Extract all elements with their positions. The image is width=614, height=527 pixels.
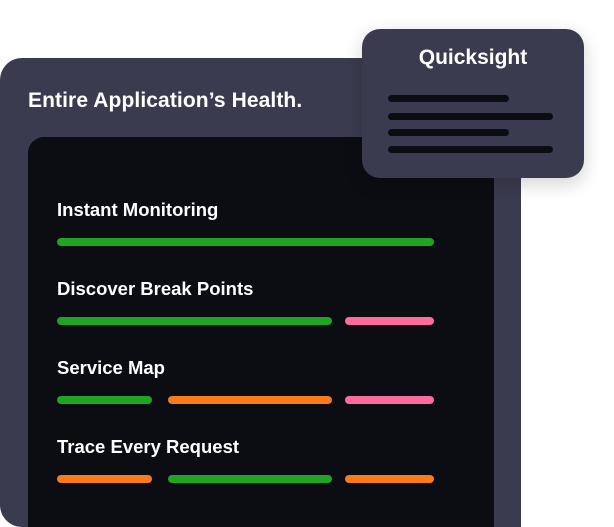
status-bar-pink xyxy=(345,317,434,325)
feature-service-map: Service Map xyxy=(57,357,457,404)
status-bar-orange xyxy=(345,475,434,483)
status-bar-pink xyxy=(345,396,434,404)
status-bar-orange xyxy=(57,475,152,483)
status-bar-orange xyxy=(168,396,332,404)
text-line-placeholder xyxy=(388,95,509,102)
text-line-placeholder xyxy=(388,146,553,153)
feature-trace-every-request: Trace Every Request xyxy=(57,436,457,483)
feature-label: Discover Break Points xyxy=(57,278,254,299)
feature-panel: Instant Monitoring Discover Break Points… xyxy=(28,137,494,527)
feature-instant-monitoring: Instant Monitoring xyxy=(57,199,457,246)
feature-discover-break-points: Discover Break Points xyxy=(57,278,457,325)
quicksight-card: Quicksight xyxy=(362,29,584,178)
quicksight-title: Quicksight xyxy=(418,46,528,69)
status-bar-green xyxy=(57,396,152,404)
text-line-placeholder xyxy=(388,113,553,120)
status-bar-green xyxy=(57,317,332,325)
feature-label: Instant Monitoring xyxy=(57,199,219,220)
status-bar-green xyxy=(168,475,332,483)
text-line-placeholder xyxy=(388,129,509,136)
feature-label: Service Map xyxy=(57,357,165,378)
feature-label: Trace Every Request xyxy=(57,436,240,457)
card-title: Entire Application’s Health. xyxy=(28,89,303,112)
status-bar-green xyxy=(57,238,434,246)
